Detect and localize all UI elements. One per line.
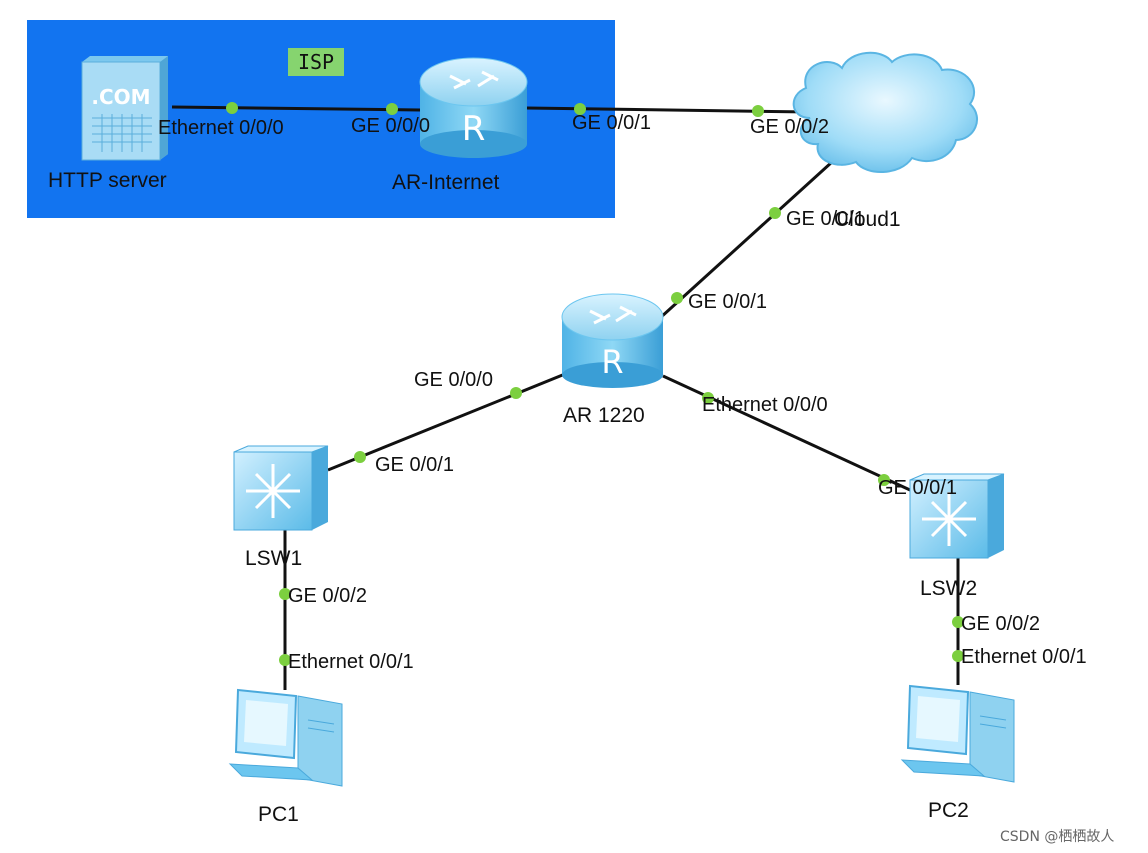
port-dot[interactable] (752, 105, 764, 117)
pc-icon[interactable] (900, 684, 1015, 783)
port-label: GE 0/0/2 (961, 613, 1040, 635)
port-label: GE 0/0/0 (351, 115, 430, 137)
port-dot[interactable] (878, 474, 890, 486)
port-dot[interactable] (702, 392, 714, 404)
port-label: GE 0/0/0 (414, 369, 493, 391)
server-icon[interactable]: .COM (81, 56, 168, 161)
port-label: GE 0/0/2 (750, 116, 829, 138)
link-arinternet-cloud[interactable] (526, 106, 811, 114)
svg-text:R: R (601, 343, 623, 381)
port-dot[interactable] (574, 103, 586, 115)
router-icon[interactable]: R (561, 293, 664, 388)
device-name-ar-internet: AR-Internet (392, 171, 500, 194)
port-dot[interactable] (510, 387, 522, 399)
server-badge: .COM (91, 85, 150, 109)
port-dot[interactable] (386, 103, 398, 115)
port-dot[interactable] (279, 654, 291, 666)
watermark: CSDN @栖栖故人 (1000, 829, 1115, 845)
cloud-icon[interactable] (792, 51, 978, 174)
switch-icon[interactable] (909, 473, 1005, 559)
port-label: GE 0/0/1 (572, 112, 651, 134)
port-label: GE 0/0/1 (688, 291, 767, 313)
device-name-ar1220: AR 1220 (563, 404, 645, 427)
device-name-lsw2: LSW2 (920, 577, 978, 600)
isp-label: ISP (288, 48, 344, 76)
device-name-pc2: PC2 (928, 799, 969, 822)
link-server-arinternet[interactable] (171, 105, 421, 112)
port-dot[interactable] (952, 650, 964, 662)
link-ar1220-lsw1[interactable] (327, 372, 566, 472)
port-dot[interactable] (671, 292, 683, 304)
port-label: Ethernet 0/0/1 (961, 646, 1087, 668)
switch-icon[interactable] (233, 445, 329, 531)
router-icon[interactable]: R (419, 57, 528, 158)
port-dot[interactable] (226, 102, 238, 114)
port-dot[interactable] (279, 588, 291, 600)
port-dots (226, 102, 964, 666)
pc-icon[interactable] (228, 688, 343, 787)
port-label: GE 0/0/2 (288, 585, 367, 607)
port-dot[interactable] (952, 616, 964, 628)
port-label: GE 0/0/1 (786, 208, 865, 230)
port-dot[interactable] (769, 207, 781, 219)
port-label: GE 0/0/1 (878, 477, 957, 499)
svg-text:R: R (462, 109, 486, 149)
device-name-cloud: Cloud1 (834, 208, 901, 231)
port-label: Ethernet 0/0/0 (702, 394, 828, 416)
port-label: Ethernet 0/0/1 (288, 651, 414, 673)
device-name-http-server: HTTP server (48, 169, 167, 192)
port-label: Ethernet 0/0/0 (158, 117, 284, 139)
link-cloud-ar1220[interactable] (658, 160, 834, 320)
device-name-lsw1: LSW1 (245, 547, 303, 570)
port-dot[interactable] (354, 451, 366, 463)
device-name-pc1: PC1 (258, 803, 299, 826)
port-label: GE 0/0/1 (375, 454, 454, 476)
